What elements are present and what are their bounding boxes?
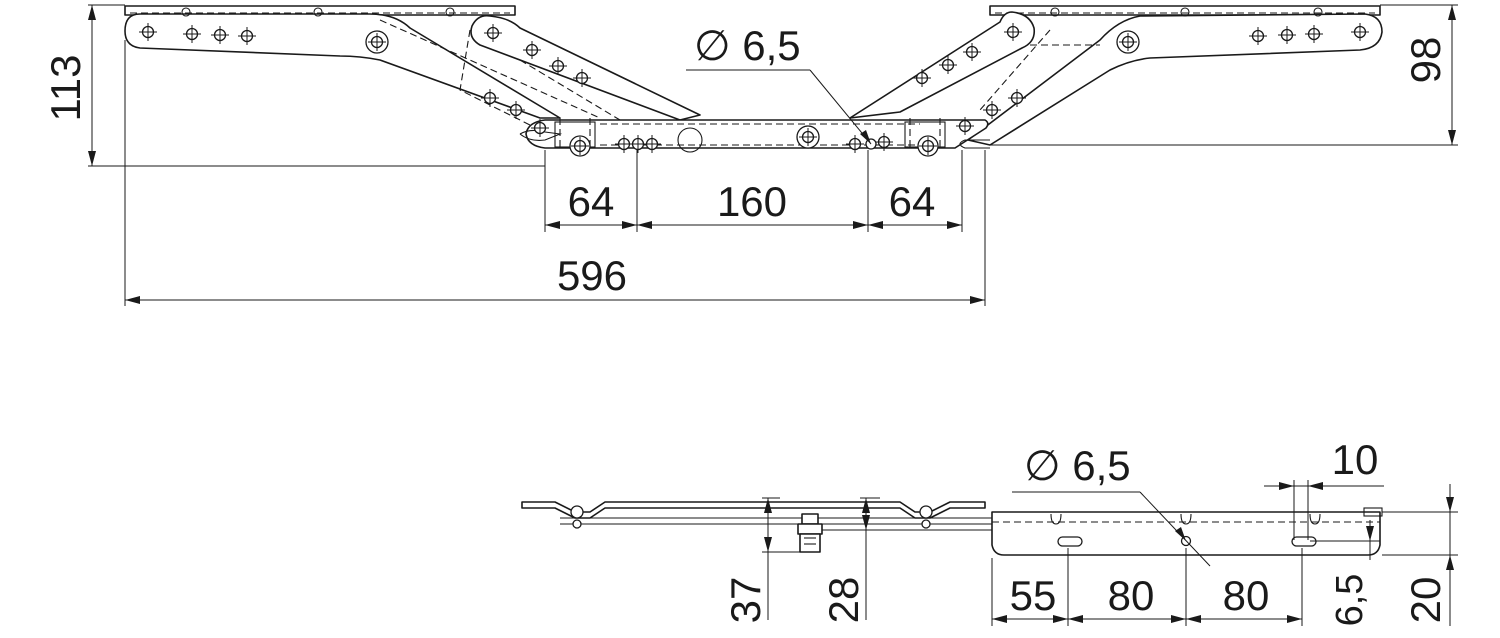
left-lower-arm bbox=[470, 14, 701, 121]
dim-hole-diameter-side: ∅ 6,5 bbox=[1024, 442, 1131, 489]
dim-spacing-3: 80 bbox=[1223, 572, 1270, 619]
dim-height-right: 98 bbox=[1402, 37, 1449, 84]
dim-depth-a: 37 bbox=[722, 577, 769, 624]
side-right-bar bbox=[991, 511, 1381, 556]
right-upper-arm bbox=[967, 13, 1383, 146]
dim-hole-diameter-top: ∅ 6,5 bbox=[694, 22, 801, 69]
dim-span-right: 64 bbox=[889, 178, 936, 225]
dim-height: 20 bbox=[1402, 577, 1449, 624]
dim-depth-b: 28 bbox=[820, 577, 867, 624]
dim-height-left: 113 bbox=[42, 55, 89, 122]
side-view: 37 28 ∅ 6,5 10 55 80 80 bbox=[521, 436, 1458, 627]
dim-spacing-2: 80 bbox=[1108, 572, 1155, 619]
dim-slot-width: 10 bbox=[1332, 436, 1379, 483]
side-left-profile bbox=[521, 501, 986, 519]
dim-span-left: 64 bbox=[568, 178, 615, 225]
left-upper-arm bbox=[124, 13, 561, 119]
top-view: 113 98 ∅ 6,5 64 160 64 596 bbox=[42, 4, 1458, 306]
dim-overall-width: 596 bbox=[557, 252, 627, 299]
dim-span-center: 160 bbox=[717, 178, 787, 225]
dim-offset: 6,5 bbox=[1329, 574, 1371, 627]
dim-spacing-1: 55 bbox=[1010, 572, 1057, 619]
